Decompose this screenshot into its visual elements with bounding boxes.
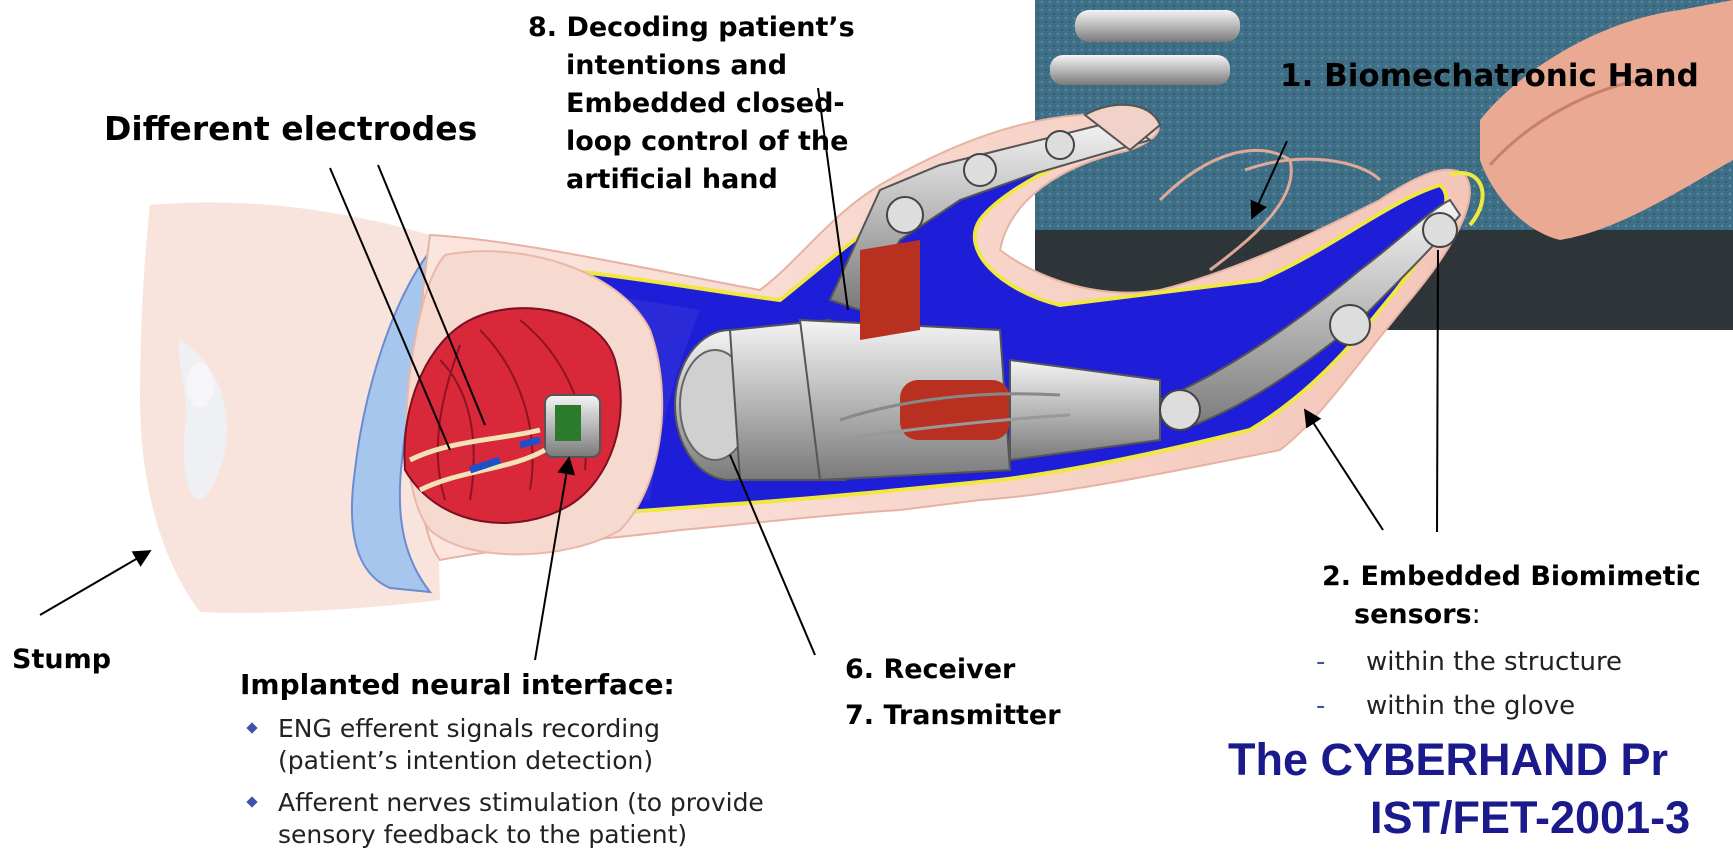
sensors-list: -within the structure -within the glove <box>1304 640 1622 728</box>
implant-item-line: sensory feedback to the patient) <box>278 819 764 851</box>
decoding-line-4: loop control of the <box>528 123 855 161</box>
label-different-electrodes: Different electrodes <box>104 109 477 148</box>
sensors-heading-colon: : <box>1472 599 1481 630</box>
label-receiver: 6. Receiver <box>845 651 1015 689</box>
bullet-diamond-icon <box>246 722 257 733</box>
label-transmitter: 7. Transmitter <box>845 697 1061 735</box>
decoding-line-1: 8. Decoding patient’s <box>528 9 855 47</box>
sensors-heading-line-2: sensors <box>1354 599 1472 630</box>
implant-item-line: Afferent nerves stimulation (to provide <box>278 787 764 819</box>
leader-stump <box>40 551 150 615</box>
sensors-item: -within the structure <box>1304 640 1622 684</box>
leader-sensors-1 <box>1305 410 1383 530</box>
implant-item: ENG efferent signals recording (patient’… <box>240 713 764 777</box>
project-title-line-2: IST/FET-2001-3 <box>1370 792 1690 844</box>
decoding-line-3: Embedded closed- <box>528 85 855 123</box>
label-sensors-heading: 2. Embedded Biomimetic sensors: <box>1322 558 1701 634</box>
sensors-item: -within the glove <box>1304 684 1622 728</box>
bullet-diamond-icon <box>246 796 257 807</box>
label-decoding: 8. Decoding patient’s intentions and Emb… <box>528 9 855 199</box>
label-stump: Stump <box>12 644 111 675</box>
leader-sensors-2 <box>1437 250 1438 532</box>
implant-item-line: ENG efferent signals recording <box>278 713 764 745</box>
project-title-line-1: The CYBERHAND Pr <box>1228 734 1668 786</box>
sensors-item-text: within the glove <box>1366 691 1575 721</box>
decoding-line-5: artificial hand <box>528 161 855 199</box>
sensors-item-text: within the structure <box>1366 647 1622 677</box>
socket-opening <box>404 251 662 554</box>
decoding-line-2: intentions and <box>528 47 855 85</box>
implant-item: Afferent nerves stimulation (to provide … <box>240 787 764 851</box>
implant-item-line: (patient’s intention detection) <box>278 745 764 777</box>
implant-list: ENG efferent signals recording (patient’… <box>240 713 764 861</box>
sensors-heading-line-1: 2. Embedded Biomimetic <box>1322 558 1701 596</box>
label-biomechatronic-hand: 1. Biomechatronic Hand <box>1280 58 1699 94</box>
label-implant-heading: Implanted neural interface: <box>240 668 675 701</box>
